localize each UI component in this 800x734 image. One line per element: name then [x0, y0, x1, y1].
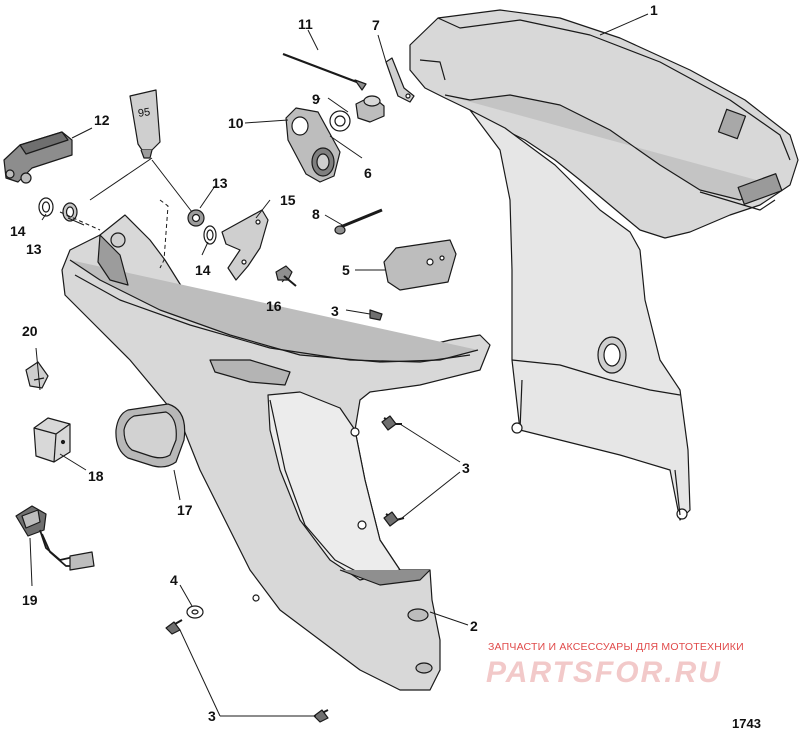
callout-7: 7 [372, 17, 380, 33]
callout-3-c: 3 [208, 708, 216, 724]
sealant-tube [129, 89, 161, 159]
callout-17: 17 [177, 502, 193, 518]
part-12-handle [3, 131, 73, 184]
callout-8: 8 [312, 206, 320, 222]
callout-12: 12 [94, 112, 110, 128]
callout-16: 16 [266, 298, 282, 314]
callout-1: 1 [650, 2, 658, 18]
part-17-oval-cover [115, 403, 186, 468]
callout-13-b: 13 [26, 241, 42, 257]
part-7-bracket [385, 57, 415, 103]
part-18-box [33, 417, 71, 463]
dashed-guides [59, 199, 169, 269]
part-1-upper-cowl [409, 9, 799, 521]
callout-19: 19 [22, 592, 38, 608]
washers [38, 197, 217, 245]
part-20-clip [25, 361, 49, 389]
callout-18: 18 [88, 468, 104, 484]
callout-3-b: 3 [462, 460, 470, 476]
callout-5: 5 [342, 262, 350, 278]
part-5-cover [383, 239, 457, 291]
part-9-knob [355, 95, 385, 123]
callout-11: 11 [298, 16, 313, 32]
callout-15: 15 [280, 192, 296, 208]
callout-2: 2 [470, 618, 478, 634]
part-2-lower-cowl [61, 214, 491, 691]
callout-20: 20 [22, 323, 38, 339]
watermark-logo: PARTSFOR.RU [486, 656, 722, 689]
leader-lines [29, 13, 649, 717]
callout-14-b: 14 [195, 262, 211, 278]
part-11-rod [282, 52, 363, 86]
callout-9: 9 [312, 91, 320, 107]
callout-3-a: 3 [331, 303, 339, 319]
watermark-tagline: ЗАПЧАСТИ И АКСЕССУАРЫ ДЛЯ МОТОТЕХНИКИ [488, 641, 744, 653]
callout-13-a: 13 [212, 175, 228, 191]
part-10-latch-plate [285, 107, 341, 183]
callout-4: 4 [170, 572, 178, 588]
figure-number: 1743 [732, 716, 761, 731]
part-19-harness [15, 505, 95, 571]
callout-10: 10 [228, 115, 244, 131]
part-16-screw [275, 265, 297, 287]
callout-6: 6 [364, 165, 372, 181]
part-15-plate [221, 209, 269, 281]
tube-label: 95 [137, 106, 152, 120]
callout-14-a: 14 [10, 223, 26, 239]
part-8-bolt [334, 208, 383, 235]
